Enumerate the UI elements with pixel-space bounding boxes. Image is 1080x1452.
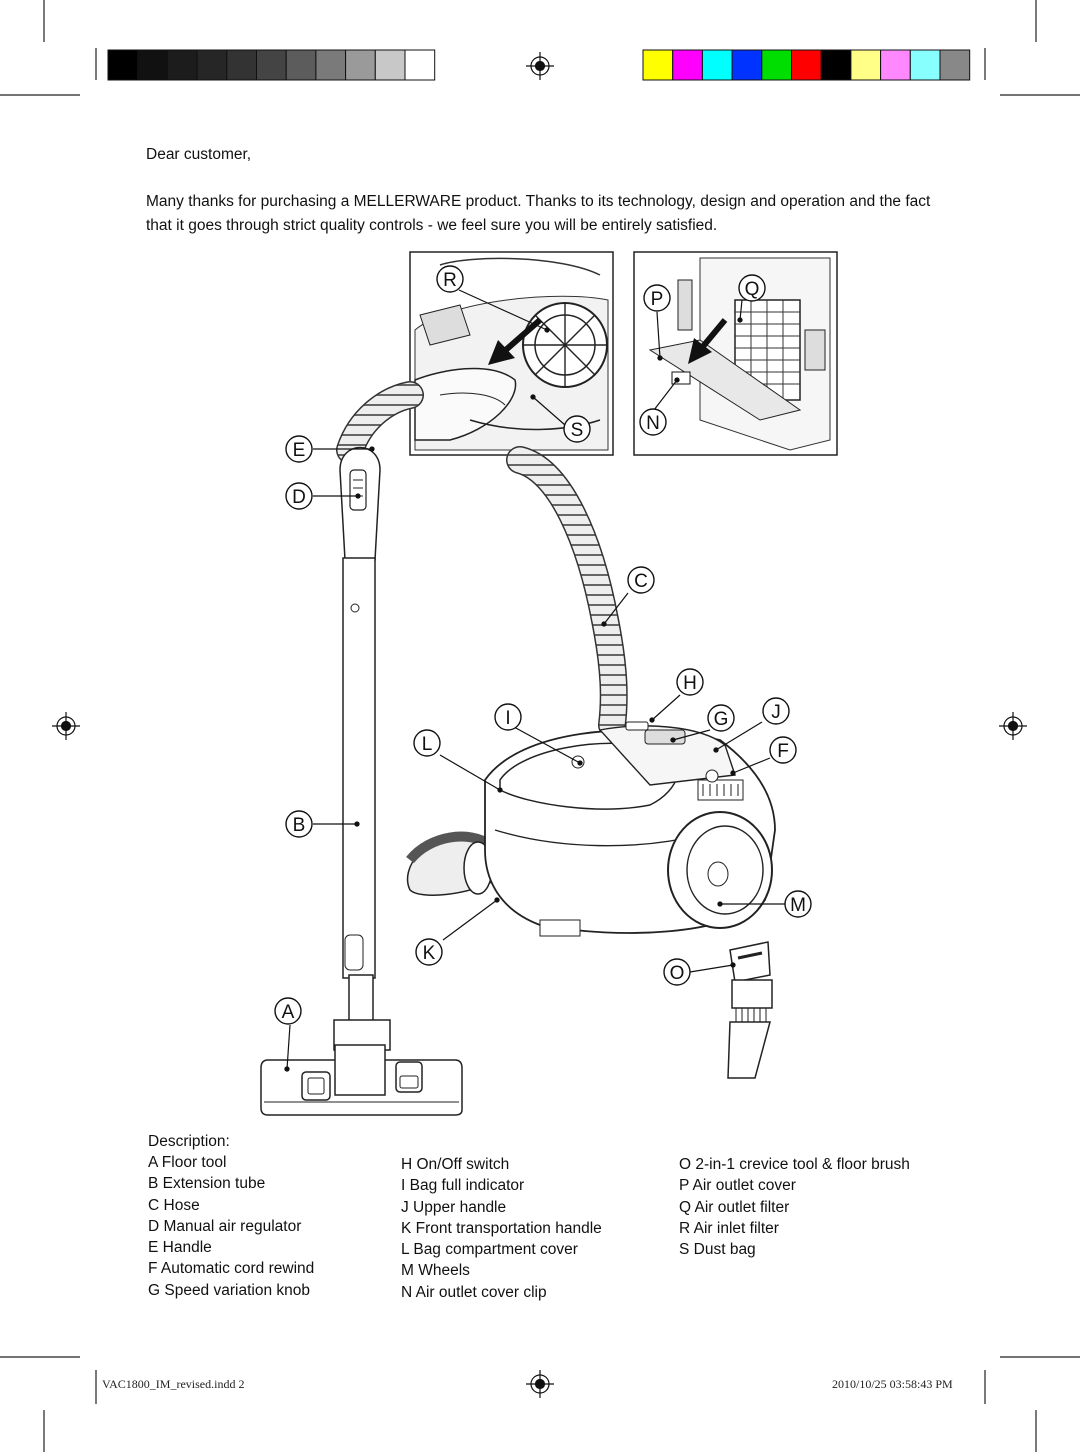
description-item: O 2-in-1 crevice tool & floor brush [679, 1156, 910, 1173]
label-group-G: G [707, 704, 735, 732]
label-P: P [651, 289, 664, 310]
grayscale-swatch [256, 49, 287, 81]
registration-mark-bottom [526, 1370, 554, 1398]
description-item: M Wheels [401, 1262, 470, 1280]
label-group-J: J [762, 697, 790, 725]
color-swatch [850, 49, 882, 81]
label-B: B [293, 815, 306, 836]
slug-filename: VAC1800_IM_revised.indd 2 [102, 1377, 245, 1391]
description-item: K Front transportation handle [401, 1219, 602, 1237]
inset-label-R: R [436, 265, 464, 293]
slug-timestamp: 2010/10/25 03:58:43 PM [832, 1377, 953, 1391]
description-item: F Automatic cord rewind [148, 1260, 315, 1278]
grayscale-swatch [404, 49, 436, 81]
description-item: D Manual air regulator [148, 1217, 302, 1235]
label-M: M [790, 895, 806, 916]
extension-tube [342, 557, 376, 979]
grayscale-swatch [285, 49, 317, 81]
description-item: P Air outlet cover [679, 1177, 796, 1195]
label-group-I: I [494, 703, 522, 731]
label-group-D: D [285, 482, 313, 510]
label-group-L: L [413, 729, 441, 757]
description-item: G Speed variation knob [148, 1281, 310, 1299]
label-O: O [670, 963, 685, 984]
description-column-2: H On/Off switch I Bag full indicator J Upp… [401, 1154, 602, 1303]
grayscale-swatch [345, 49, 376, 81]
grayscale-swatch [374, 49, 406, 81]
label-D: D [292, 487, 306, 508]
color-swatch [820, 49, 852, 81]
registration-mark-right [999, 712, 1027, 740]
description-item: C Hose [148, 1196, 200, 1214]
color-swatch [939, 49, 971, 81]
label-N: N [646, 413, 660, 434]
registration-mark-top [526, 52, 554, 80]
intro-paragraph: Many thanks for purchasing a MELLERWARE … [146, 193, 931, 234]
label-C: C [634, 571, 648, 592]
description-item: H On/Off switch [401, 1156, 510, 1173]
label-R: R [443, 270, 457, 291]
label-L: L [422, 734, 433, 755]
color-bar [642, 49, 971, 81]
description-item: I Bag full indicator [401, 1177, 525, 1195]
label-group-M: M [784, 890, 812, 918]
label-group-K: K [415, 938, 443, 966]
description-item: N Air outlet cover clip [401, 1283, 547, 1301]
label-group-C: C [627, 566, 655, 594]
label-J: J [771, 702, 781, 723]
description-item: E Handle [148, 1239, 212, 1257]
label-group-H: H [676, 668, 704, 696]
color-swatch [761, 49, 792, 81]
label-group-F: F [769, 736, 797, 764]
color-swatch [731, 49, 763, 81]
label-A: A [282, 1002, 295, 1023]
inset-air-outlet [633, 251, 838, 456]
description-item: S Dust bag [679, 1241, 756, 1259]
color-swatch [672, 49, 703, 81]
label-K: K [423, 943, 436, 964]
label-G: G [714, 709, 729, 730]
description-item: L Bag compartment cover [401, 1241, 578, 1259]
label-S: S [571, 420, 584, 441]
vacuum-body [406, 721, 776, 937]
description-column-3: O 2-in-1 crevice tool & floor brush P Air… [679, 1154, 910, 1260]
description-item: Q Air outlet filter [679, 1198, 790, 1216]
inset-label-Q: Q [738, 274, 766, 302]
color-swatch [791, 49, 822, 81]
description-item: B Extension tube [148, 1175, 266, 1193]
crevice-tool [727, 941, 773, 1079]
color-swatch [909, 49, 941, 81]
registration-mark-left [52, 712, 80, 740]
greeting: Dear customer, [146, 146, 252, 163]
description-heading: Description: [148, 1133, 230, 1150]
label-group-B: B [285, 810, 313, 838]
inset-label-S: S [563, 415, 591, 443]
label-F: F [777, 741, 789, 762]
label-H: H [683, 673, 697, 694]
label-I: I [505, 708, 510, 729]
inset-label-P: P [643, 284, 671, 312]
description-item: J Upper handle [401, 1198, 507, 1216]
description-item: A Floor tool [148, 1154, 227, 1171]
grayscale-bar [107, 49, 436, 81]
label-Q: Q [745, 279, 760, 300]
label-group-A: A [274, 997, 302, 1025]
label-group-O: O [663, 958, 691, 986]
inset-label-N: N [639, 408, 667, 436]
color-swatch [642, 49, 674, 81]
description-column-1: A Floor tool B Extension tube C Hose D Manu… [148, 1152, 314, 1301]
color-swatch [701, 49, 733, 81]
label-E: E [293, 440, 306, 461]
grayscale-swatch [137, 49, 168, 81]
grayscale-swatch [196, 49, 228, 81]
description-item: R Air inlet filter [679, 1219, 779, 1237]
label-group-E: E [285, 435, 313, 463]
